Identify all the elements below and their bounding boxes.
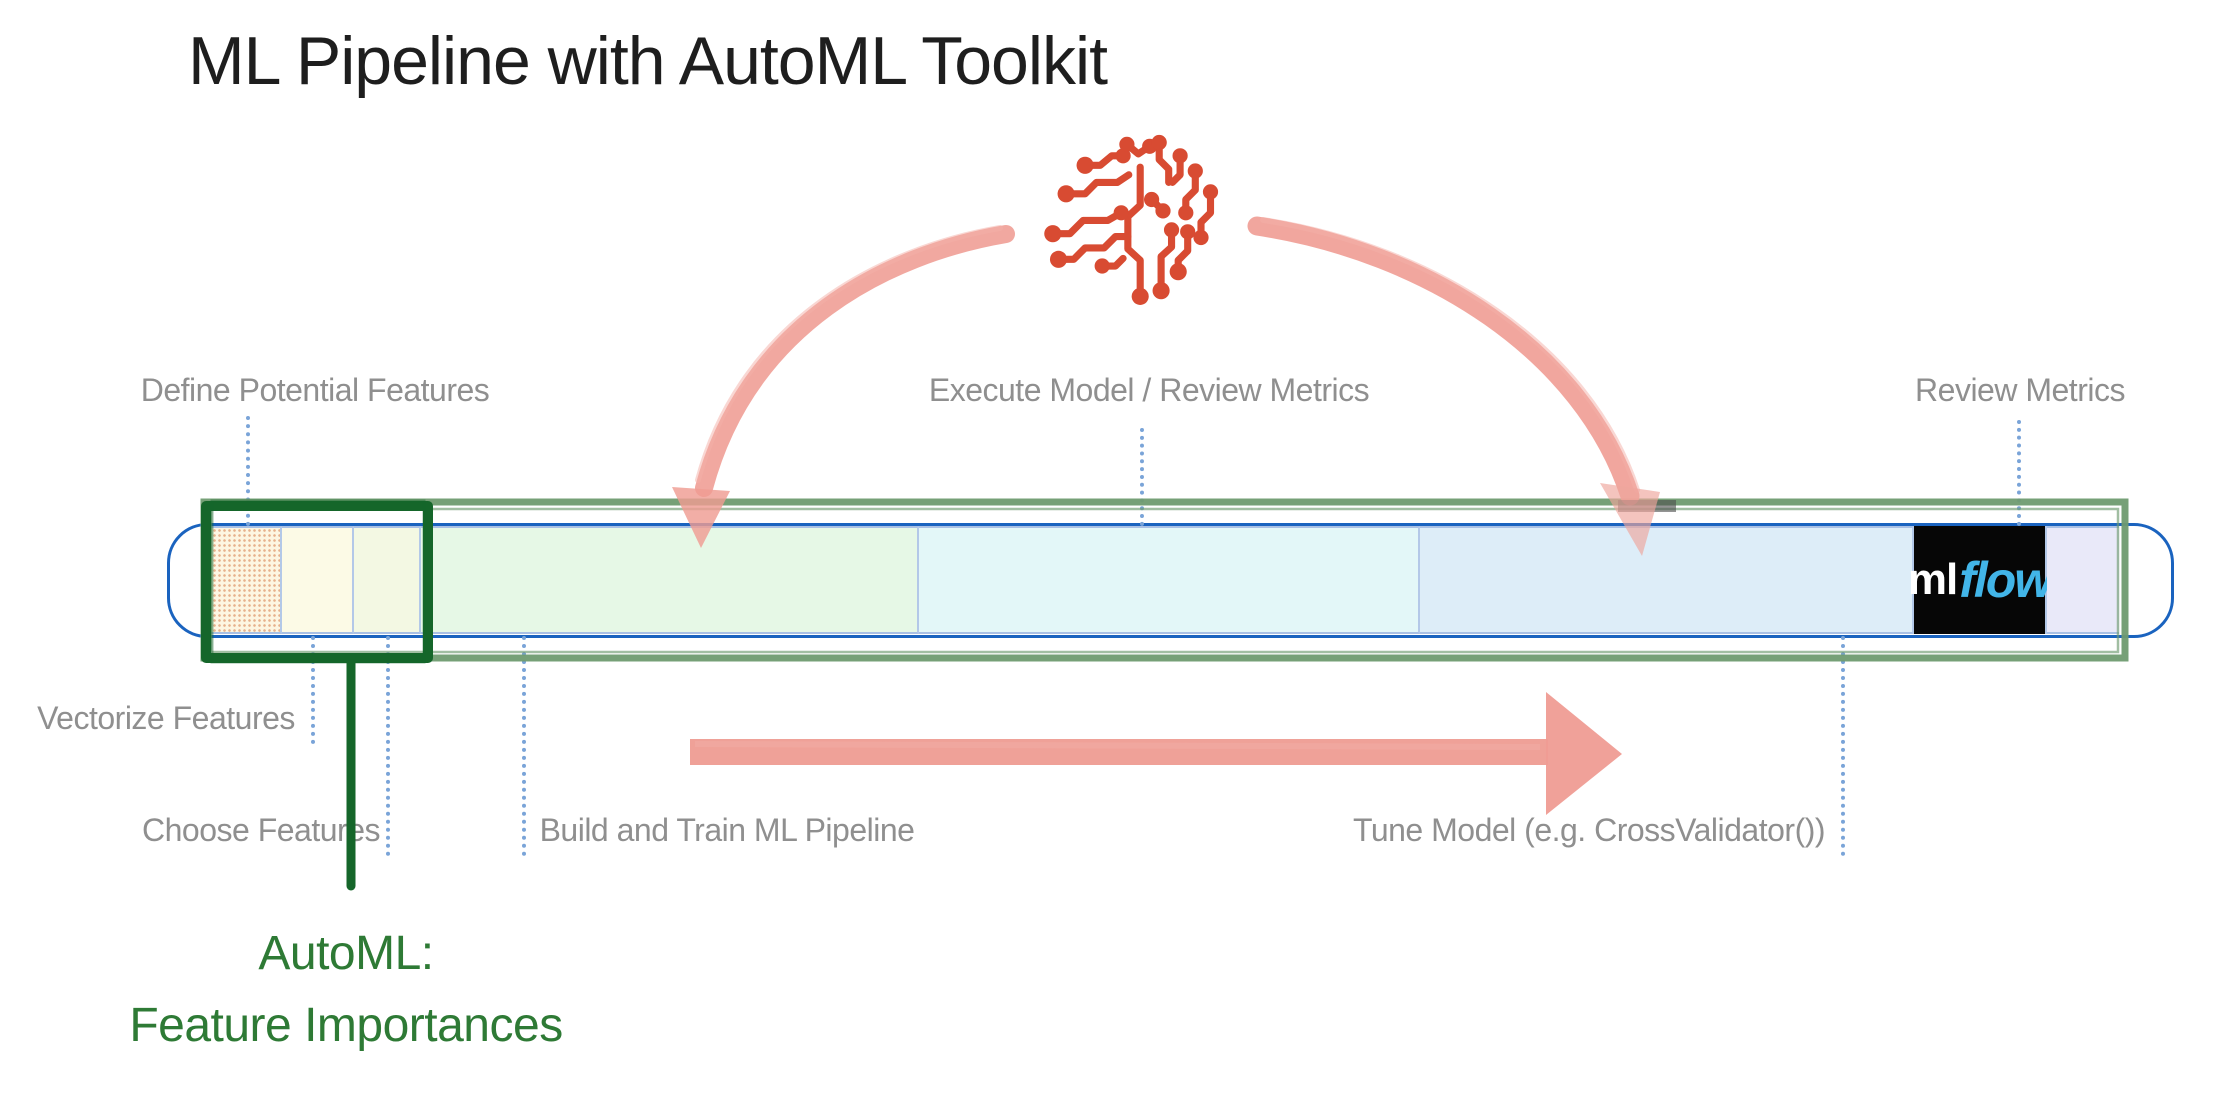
label-tune-model: Tune Model (e.g. CrossValidator()) [1352, 812, 1826, 848]
segment-tune-model [1420, 526, 1914, 634]
automl-feature-importances-callout: AutoML: Feature Importances [129, 918, 563, 1062]
callout-line-1: AutoML: [258, 927, 434, 980]
segment-review-metrics [2047, 526, 2119, 634]
connector-execute [1140, 428, 1144, 526]
label-define-potential-features: Define Potential Features [140, 372, 490, 408]
pipeline-forward-arrow-icon [690, 692, 1622, 815]
circuit-brain-icon [1044, 134, 1219, 305]
label-choose-features: Choose Features [142, 812, 380, 848]
connector-choose [386, 636, 390, 856]
label-review-metrics: Review Metrics [1915, 372, 2125, 408]
mlflow-logo-ml: ml [1907, 555, 1958, 604]
page-title: ML Pipeline with AutoML Toolkit [188, 23, 1108, 99]
segment-features-3 [354, 526, 421, 634]
mlflow-logo-flow: flow [1959, 552, 2053, 608]
label-build-train-ml-pipeline: Build and Train ML Pipeline [539, 812, 915, 848]
segment-execute-model [919, 526, 1420, 634]
connector-tune [1841, 636, 1845, 856]
label-execute-model-review-metrics: Execute Model / Review Metrics [928, 372, 1370, 408]
connector-build [522, 636, 526, 856]
connector-vectorize [311, 636, 315, 744]
connector-define [246, 416, 250, 526]
label-vectorize-features: Vectorize Features [37, 700, 295, 736]
callout-line-2: Feature Importances [129, 999, 563, 1052]
segment-features-1 [207, 526, 282, 634]
segment-build-train [421, 526, 919, 634]
segment-features-2 [282, 526, 354, 634]
connector-review [2017, 420, 2021, 526]
